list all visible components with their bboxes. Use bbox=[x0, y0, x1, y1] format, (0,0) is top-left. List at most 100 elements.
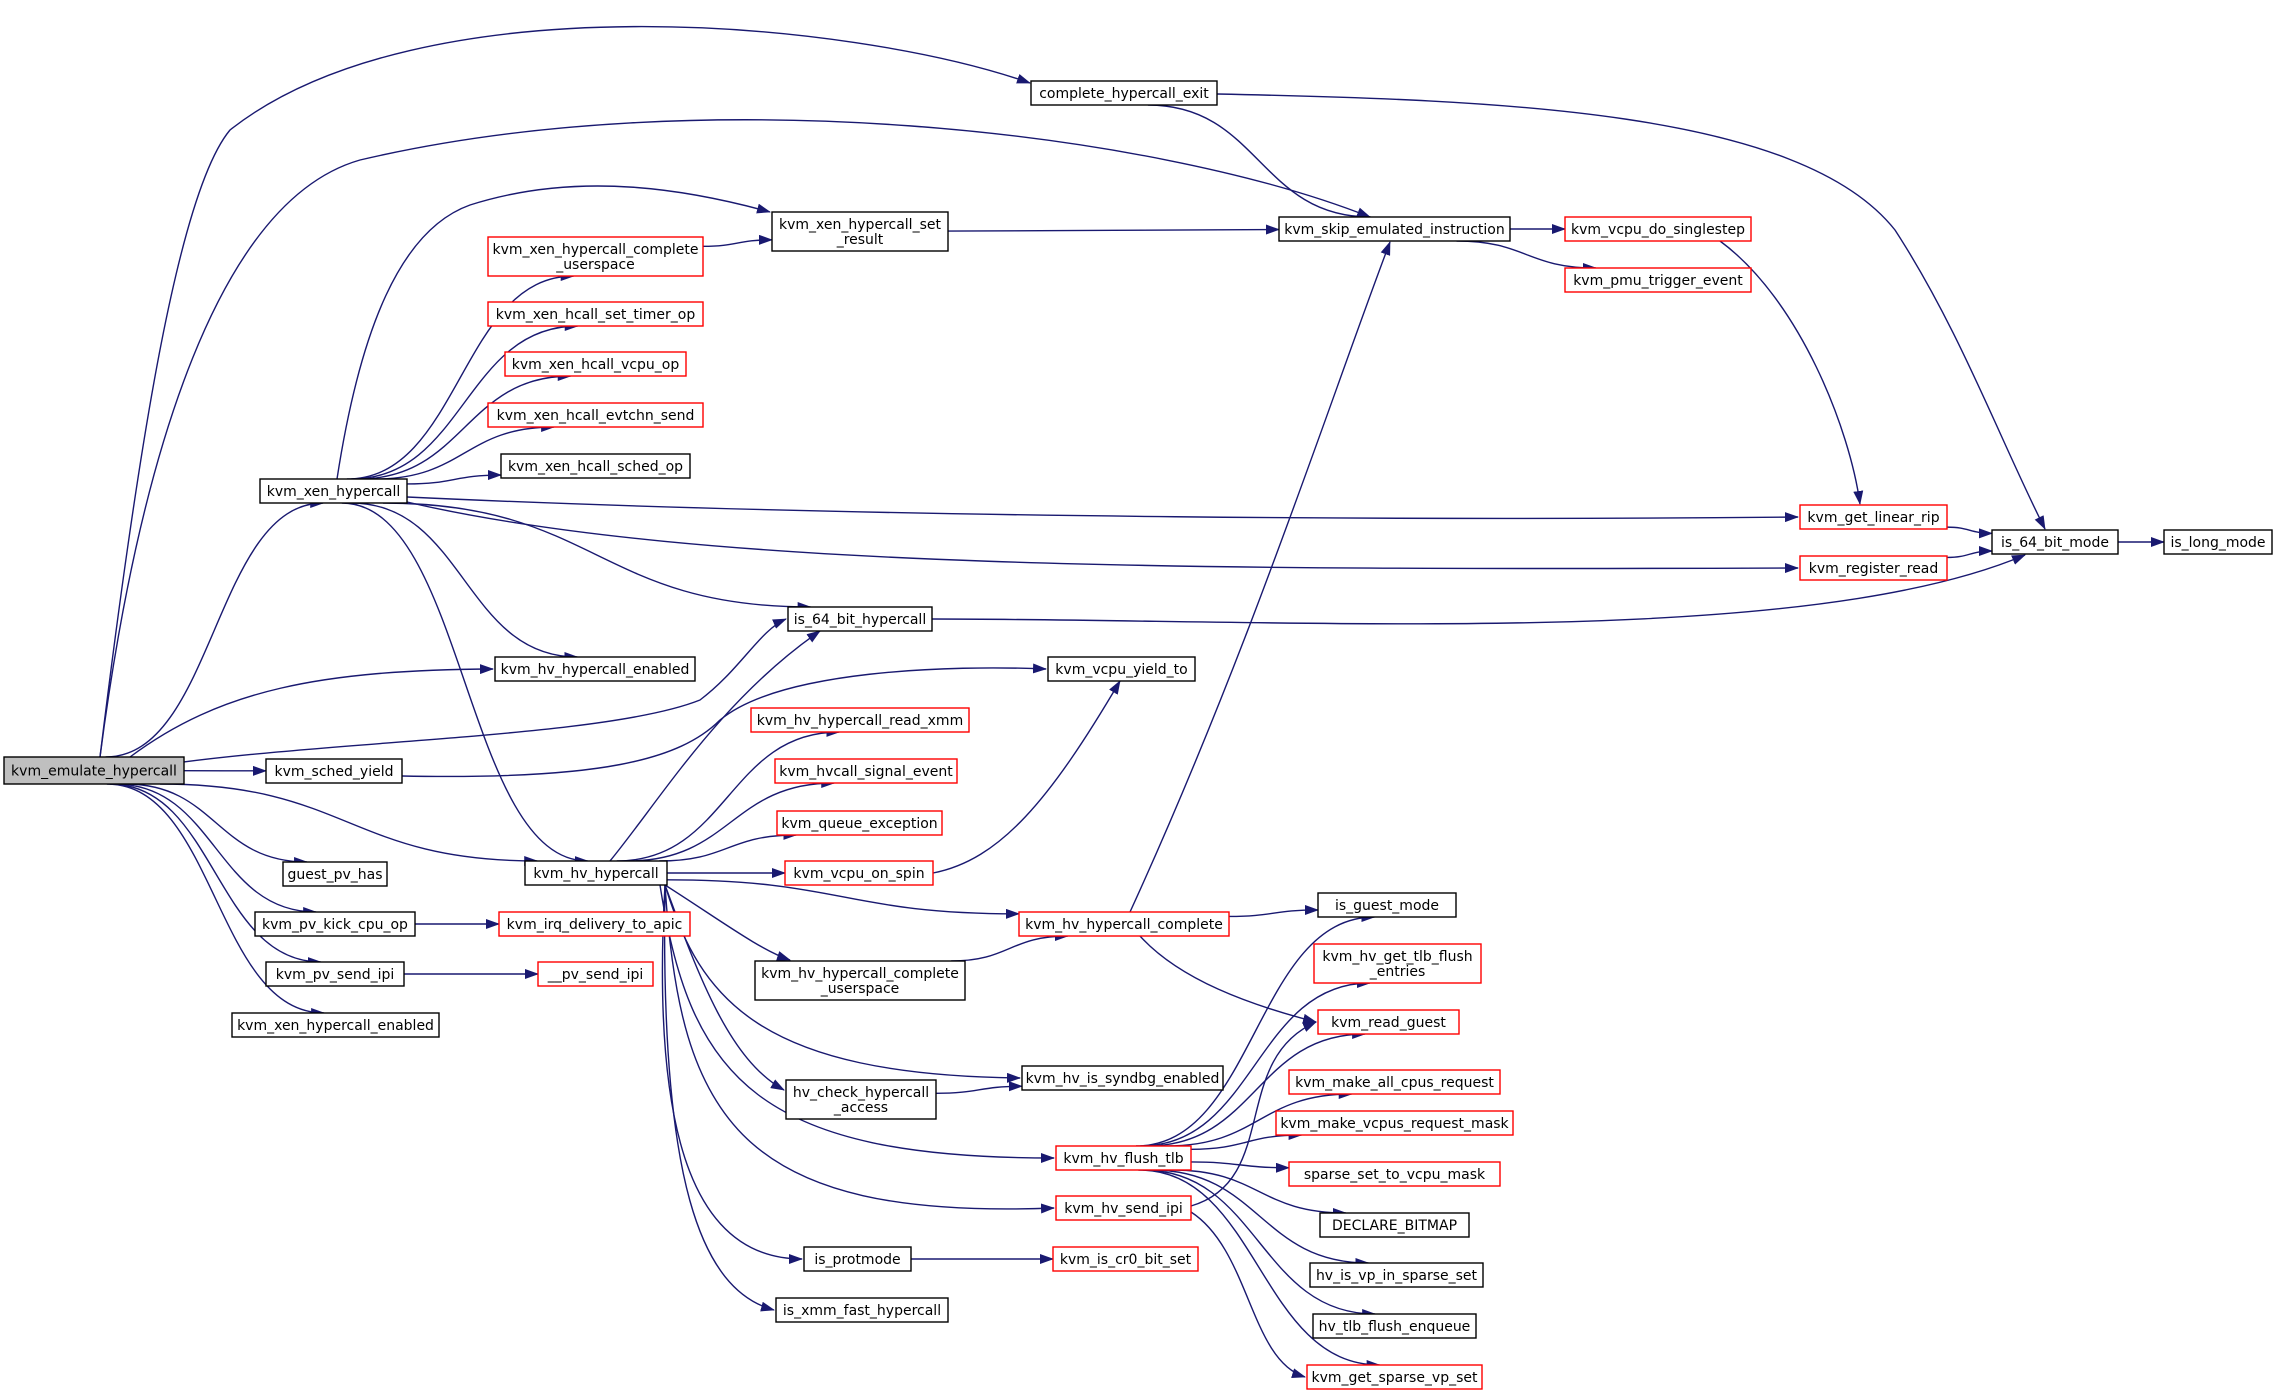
node-label: kvm_irq_delivery_to_apic bbox=[507, 917, 683, 933]
node-xen_vcpu_op[interactable]: kvm_xen_hcall_vcpu_op bbox=[504, 351, 687, 377]
node-label: is_protmode bbox=[814, 1252, 900, 1268]
edge-send_ipi-to-read_guest bbox=[1190, 1021, 1317, 1207]
node-get_linear_rip[interactable]: kvm_get_linear_rip bbox=[1799, 504, 1948, 530]
node-xen_set_timer[interactable]: kvm_xen_hcall_set_timer_op bbox=[487, 301, 704, 327]
node-check_access[interactable]: hv_check_hypercall_access bbox=[785, 1079, 937, 1120]
node-tlb_entries[interactable]: kvm_hv_get_tlb_flush_entries bbox=[1313, 943, 1482, 984]
node-label: is_long_mode bbox=[2170, 535, 2265, 551]
node-read_xmm[interactable]: kvm_hv_hypercall_read_xmm bbox=[750, 707, 970, 733]
edge-xen_hypercall-to-xen_vcpu_op bbox=[358, 371, 572, 480]
node-box bbox=[775, 1297, 949, 1323]
node-label: _userspace bbox=[555, 257, 635, 273]
edge-vcpu_on_spin-to-yield_to bbox=[932, 680, 1121, 874]
node-box bbox=[259, 478, 408, 504]
node-syndbg[interactable]: kvm_hv_is_syndbg_enabled bbox=[1021, 1065, 1224, 1091]
node-protmode[interactable]: is_protmode bbox=[803, 1246, 912, 1272]
node-xen_set_result[interactable]: kvm_xen_hypercall_set_result bbox=[771, 211, 949, 252]
node-label: hv_tlb_flush_enqueue bbox=[1319, 1319, 1471, 1335]
node-make_mask[interactable]: kvm_make_vcpus_request_mask bbox=[1275, 1110, 1514, 1136]
edge-xen_hypercall-to-xen_set_result bbox=[336, 185, 771, 480]
node-vcpu_singlestep[interactable]: kvm_vcpu_do_singlestep bbox=[1564, 216, 1752, 242]
node-box bbox=[265, 758, 403, 784]
edge-flush_tlb-to-vp_sparse bbox=[1151, 1169, 1370, 1268]
edge-xen_hypercall-to-xen_set_timer bbox=[351, 321, 579, 480]
node-label: kvm_hv_is_syndbg_enabled bbox=[1026, 1071, 1220, 1087]
node-hv_hypercall[interactable]: kvm_hv_hypercall bbox=[524, 860, 668, 886]
node-label: kvm_hv_hypercall bbox=[533, 866, 658, 882]
node-box bbox=[771, 211, 949, 252]
node-pmu_trigger[interactable]: kvm_pmu_trigger_event bbox=[1564, 267, 1752, 293]
node-is64mode[interactable]: is_64_bit_mode bbox=[1991, 529, 2119, 555]
edge-sched_yield-to-yield_to bbox=[401, 663, 1047, 778]
node-send_ipi[interactable]: kvm_hv_send_ipi bbox=[1055, 1195, 1192, 1221]
edge-hv_hypercall-to-read_xmm bbox=[616, 727, 841, 862]
node-label: kvm_vcpu_do_singlestep bbox=[1571, 222, 1745, 238]
edge-hv_hypercall-to-flush_tlb bbox=[659, 884, 1055, 1163]
node-hv_enabled[interactable]: kvm_hv_hypercall_enabled bbox=[494, 656, 696, 682]
node-xen_evtchn[interactable]: kvm_xen_hcall_evtchn_send bbox=[487, 402, 704, 428]
edge-get_linear_rip-to-is64mode bbox=[1946, 526, 1993, 539]
node-label: kvm_hv_get_tlb_flush bbox=[1322, 949, 1472, 965]
node-hv_complete[interactable]: kvm_hv_hypercall_complete bbox=[1018, 911, 1230, 937]
node-label: sparse_set_to_vcpu_mask bbox=[1304, 1167, 1486, 1183]
node-pv_send_ipi[interactable]: kvm_pv_send_ipi bbox=[265, 961, 405, 987]
node-is64hc[interactable]: is_64_bit_hypercall bbox=[787, 606, 933, 632]
node-yield_to[interactable]: kvm_vcpu_yield_to bbox=[1047, 656, 1196, 682]
node-box bbox=[1055, 1195, 1192, 1221]
edge-skip_emulated-to-pmu_trigger bbox=[1456, 240, 1597, 273]
edge-hv_hypercall-to-hv_complete bbox=[666, 879, 1020, 919]
edge-hv_complete-to-guest_mode bbox=[1228, 904, 1319, 918]
node-box bbox=[1030, 80, 1218, 106]
node-vp_sparse[interactable]: hv_is_vp_in_sparse_set bbox=[1309, 1262, 1484, 1288]
edge-hv_hypercall-to-queue_exc bbox=[659, 830, 798, 862]
node-label: kvm_pv_send_ipi bbox=[276, 967, 395, 983]
node-box bbox=[787, 606, 933, 632]
edge-emulate-to-skip_emulated bbox=[99, 119, 1371, 758]
node-register_read[interactable]: kvm_register_read bbox=[1799, 555, 1948, 581]
node-xen_hypercall[interactable]: kvm_xen_hypercall bbox=[259, 478, 408, 504]
node-box bbox=[1055, 1145, 1192, 1171]
node-guest_mode[interactable]: is_guest_mode bbox=[1317, 892, 1457, 918]
node-kick_cpu[interactable]: kvm_pv_kick_cpu_op bbox=[254, 911, 416, 937]
node-is_long_mode[interactable]: is_long_mode bbox=[2163, 529, 2273, 555]
node-skip_emulated[interactable]: kvm_skip_emulated_instruction bbox=[1278, 216, 1511, 242]
node-vcpu_on_spin[interactable]: kvm_vcpu_on_spin bbox=[784, 860, 934, 886]
node-xen_enabled[interactable]: kvm_xen_hypercall_enabled bbox=[231, 1012, 440, 1038]
node-sparse_vp[interactable]: kvm_get_sparse_vp_set bbox=[1306, 1364, 1483, 1390]
node-box bbox=[750, 707, 970, 733]
node-sparse_set[interactable]: sparse_set_to_vcpu_mask bbox=[1288, 1161, 1501, 1187]
edge-flush_tlb-to-tlb_entries bbox=[1140, 978, 1372, 1147]
edge-emulate-to-pv_send_ipi bbox=[109, 783, 322, 967]
node-xen_sched_op[interactable]: kvm_xen_hcall_sched_op bbox=[500, 453, 691, 479]
node-read_guest[interactable]: kvm_read_guest bbox=[1317, 1009, 1460, 1035]
node-complete_exit[interactable]: complete_hypercall_exit bbox=[1030, 80, 1218, 106]
edge-flush_tlb-to-declare_bitmap bbox=[1172, 1169, 1347, 1218]
node-xmm_fast[interactable]: is_xmm_fast_hypercall bbox=[775, 1297, 949, 1323]
node-xen_complete_us[interactable]: kvm_xen_hypercall_complete_userspace bbox=[487, 236, 704, 277]
node-tlb_enqueue[interactable]: hv_tlb_flush_enqueue bbox=[1312, 1313, 1477, 1339]
node-label: kvm_xen_hypercall bbox=[267, 484, 401, 500]
node-sched_yield[interactable]: kvm_sched_yield bbox=[265, 758, 403, 784]
node-box bbox=[1319, 1212, 1470, 1238]
node-pv_has[interactable]: guest_pv_has bbox=[282, 861, 388, 887]
node-box bbox=[803, 1246, 912, 1272]
node-box bbox=[1278, 216, 1511, 242]
edge-hv_hypercall-to-hv_complete_us bbox=[664, 884, 791, 961]
node-declare_bitmap[interactable]: DECLARE_BITMAP bbox=[1319, 1212, 1470, 1238]
node-box bbox=[487, 301, 704, 327]
node-emulate[interactable]: kvm_emulate_hypercall bbox=[3, 756, 185, 785]
node-box bbox=[1317, 1009, 1460, 1035]
node-queue_exc[interactable]: kvm_queue_exception bbox=[776, 810, 943, 836]
node-cr0_bit[interactable]: kvm_is_cr0_bit_set bbox=[1052, 1246, 1199, 1272]
node-label: kvm_hv_flush_tlb bbox=[1063, 1151, 1183, 1167]
edge-flush_tlb-to-tlb_enqueue bbox=[1142, 1169, 1377, 1319]
node-hv_complete_us[interactable]: kvm_hv_hypercall_complete_userspace bbox=[754, 960, 966, 1001]
node-pv_send_ipi2[interactable]: __pv_send_ipi bbox=[537, 961, 654, 987]
node-signal_event[interactable]: kvm_hvcall_signal_event bbox=[774, 758, 958, 784]
node-box bbox=[785, 1079, 937, 1120]
node-make_all[interactable]: kvm_make_all_cpus_request bbox=[1288, 1069, 1501, 1095]
node-irq_apic[interactable]: kvm_irq_delivery_to_apic bbox=[498, 911, 691, 937]
edge-emulate-to-kick_cpu bbox=[115, 783, 318, 917]
node-flush_tlb[interactable]: kvm_hv_flush_tlb bbox=[1055, 1145, 1192, 1171]
